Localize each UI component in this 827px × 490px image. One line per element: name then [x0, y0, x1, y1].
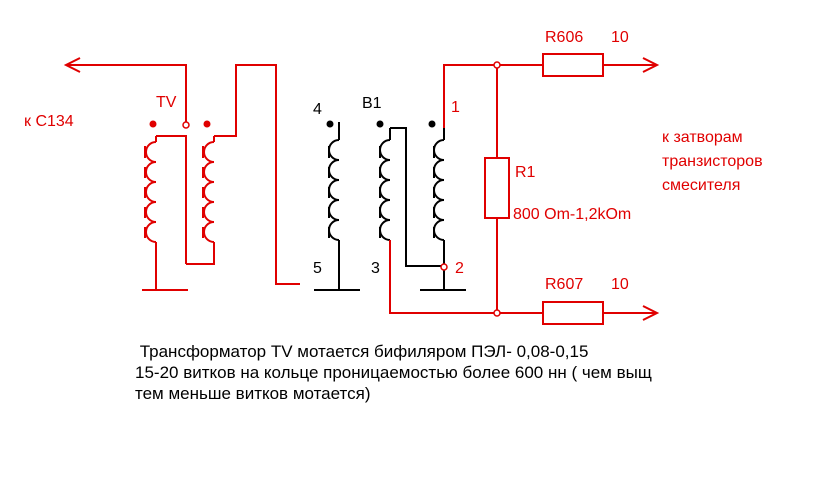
label-b1: В1	[362, 95, 382, 112]
r607-arrow-icon	[642, 305, 660, 321]
label-r607-value: 10	[611, 276, 629, 293]
b1-bifilar-wire	[390, 127, 444, 267]
pin4-phase-dot-icon	[326, 120, 334, 128]
note-line-1: Трансформатор TV мотается бифиляром ПЭЛ-…	[135, 342, 589, 361]
pin3-wire	[389, 240, 543, 314]
c134-arrow-icon	[63, 57, 81, 73]
b1-winding-4-5	[314, 120, 360, 291]
pin1-phase-dot-icon	[428, 120, 436, 128]
tv-to-b1-wire	[214, 64, 300, 285]
label-pin1: 1	[451, 99, 460, 116]
label-tv: TV	[156, 94, 177, 111]
r1-top-junction-icon	[493, 61, 501, 69]
label-gates-line2: транзисторов	[662, 153, 763, 170]
label-gates-line1: к затворам	[662, 129, 743, 146]
winding-note: Трансформатор TV мотается бифиляром ПЭЛ-…	[135, 341, 652, 404]
pin2-junction-icon	[440, 263, 448, 271]
b1-middle-phase-dot-icon	[376, 120, 384, 128]
tv-left-winding	[142, 120, 188, 291]
tv-transformer	[63, 57, 300, 291]
label-gates-line3: смесителя	[662, 177, 740, 194]
label-r1: R1	[515, 164, 536, 181]
tv-junction-icon	[182, 121, 190, 129]
r1-bottom-junction-icon	[493, 309, 501, 317]
label-pin4: 4	[313, 101, 322, 118]
tv-left-phase-dot-icon	[149, 120, 157, 128]
c134-wire	[66, 64, 187, 124]
label-r606-value: 10	[611, 29, 629, 46]
b1-winding-middle	[376, 120, 444, 267]
b1-winding-1-2	[420, 120, 466, 291]
label-to-c134: к С134	[24, 113, 74, 130]
tv-right-phase-dot-icon	[203, 120, 211, 128]
r606-resistor	[542, 53, 604, 77]
r1-resistor	[484, 157, 510, 219]
output-network	[484, 53, 660, 325]
label-r606: R606	[545, 29, 583, 46]
label-pin5: 5	[313, 260, 322, 277]
r607-resistor	[542, 301, 604, 325]
tv-cross-wire	[156, 135, 187, 264]
note-line-3: тем меньше витков мотается)	[135, 384, 371, 403]
pin1-wire	[443, 64, 543, 128]
label-pin3: 3	[371, 260, 380, 277]
label-pin2: 2	[455, 260, 464, 277]
note-line-2: 15-20 витков на кольце проницаемостью бо…	[135, 363, 652, 382]
r606-arrow-icon	[642, 57, 660, 73]
b1-transformer	[314, 64, 543, 314]
label-r607: R607	[545, 276, 583, 293]
tv-right-winding	[186, 120, 215, 265]
label-r1-value: 800 Om-1,2kOm	[513, 206, 631, 223]
